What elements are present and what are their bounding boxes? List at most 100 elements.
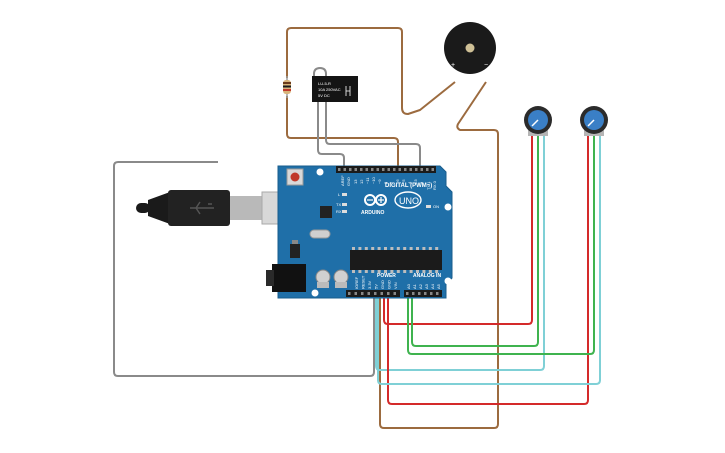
resistor-bottom-wire[interactable] [286, 96, 399, 170]
header-pin [349, 168, 352, 171]
pot2-red-wire[interactable] [387, 134, 589, 405]
usb-icon [190, 201, 214, 215]
bottom-pins [348, 292, 439, 295]
relay[interactable]: LU-5-R 10A 250VAC 5V DC [312, 76, 358, 102]
pin-label: A3 [424, 283, 429, 289]
reset-button-cap[interactable] [290, 172, 300, 182]
resistor[interactable] [283, 76, 291, 98]
analog-header-label: ANALOG IN [413, 273, 441, 279]
wires [113, 27, 601, 429]
potentiometer-2[interactable] [580, 106, 608, 136]
header-pin [374, 292, 377, 295]
potentiometer-1[interactable] [524, 106, 552, 136]
voltage-regulator [290, 244, 300, 258]
digital-header[interactable] [336, 166, 436, 173]
led-tx [342, 203, 347, 206]
ic-pin [384, 247, 387, 250]
led-rx [342, 210, 347, 213]
analog-header[interactable] [404, 290, 442, 297]
header-pin [387, 292, 390, 295]
header-pin [415, 168, 418, 171]
ic-pin [422, 270, 426, 273]
header-pin [409, 168, 412, 171]
ic-pin [422, 247, 426, 250]
label-on: ON [433, 204, 439, 209]
resistor-top-wire[interactable] [286, 27, 456, 115]
ic-pin [416, 247, 419, 250]
ic-pin [396, 247, 400, 250]
digital-pins [338, 168, 434, 171]
crystal [309, 229, 331, 239]
relay-wire-2[interactable] [317, 96, 345, 170]
pin-label: 8 [383, 181, 388, 184]
pin-label: ~9 [377, 179, 382, 184]
ic-pin [377, 270, 381, 273]
header-pin [398, 168, 401, 171]
pin-label: ~11 [365, 177, 370, 184]
pin-label: GND [380, 280, 385, 289]
relay-label-3: 5V DC [318, 93, 330, 98]
ic-pin [409, 247, 413, 250]
power-header-label: POWER [377, 273, 396, 279]
usb-gray-wire[interactable] [113, 161, 375, 377]
ic-pin [409, 270, 413, 273]
pin-label: TX 1 [426, 181, 431, 190]
mounting-hole [311, 289, 319, 297]
power-jack[interactable] [272, 264, 306, 292]
arduino-board[interactable]: L TX RX ON ARDUINO UNO DIGITAL (PWM~) PO… [266, 165, 453, 299]
pin-label: A5 [436, 283, 441, 289]
pin-label: 12 [359, 179, 364, 184]
header-pin [393, 292, 396, 295]
capacitor [333, 269, 349, 285]
pin-label: 13 [353, 179, 358, 184]
ic-pin [358, 270, 362, 273]
header-pin [382, 168, 385, 171]
pin-label: A4 [430, 283, 435, 289]
pin-label: 4 [407, 181, 412, 184]
pin-label: RX 0 [432, 180, 437, 190]
header-pin [367, 292, 370, 295]
ic-pin [364, 247, 368, 250]
header-pin [361, 292, 364, 295]
ic-pin [377, 247, 381, 250]
header-pin [431, 168, 434, 171]
buzzer-gnd-wire[interactable] [379, 81, 499, 429]
header-pin [371, 168, 374, 171]
header-pin [404, 168, 407, 171]
pin-label: ~3 [413, 179, 418, 184]
header-pin [360, 168, 363, 171]
pot1-red-wire[interactable] [383, 134, 533, 325]
header-pin [420, 168, 423, 171]
header-pin [365, 168, 368, 171]
usb-chip [320, 206, 332, 218]
relay-label-2: 10A 250VAC [318, 87, 341, 92]
pot2-cyan-wire[interactable] [377, 134, 601, 385]
relay-label-1: LU-5-R [318, 81, 331, 86]
relay-wire-1[interactable] [313, 67, 327, 92]
ic-pins [352, 270, 439, 273]
uno-label: UNO [399, 196, 419, 206]
power-header[interactable] [346, 290, 400, 297]
pot2-green-wire[interactable] [407, 134, 595, 355]
header-pin [380, 292, 383, 295]
label-rx: RX [336, 209, 342, 214]
header-pin [424, 292, 427, 295]
ic-pin [416, 270, 419, 273]
pin-label: A0 [406, 283, 411, 289]
relay-wire-3[interactable] [325, 96, 421, 170]
piezo-buzzer[interactable]: + − [444, 22, 496, 74]
label-tx: TX [336, 202, 341, 207]
pin-label: AREF [340, 175, 345, 186]
ic-pin [428, 270, 432, 273]
pot1-cyan-wire[interactable] [375, 134, 545, 371]
header-pin [418, 292, 421, 295]
ic-pin [435, 270, 439, 273]
ic-pin [352, 247, 355, 250]
pot1-green-wire[interactable] [411, 134, 539, 347]
pin-label: GND [346, 177, 351, 186]
uno-badge [394, 191, 422, 209]
ic-pin [352, 270, 355, 273]
buzzer-minus-label: − [484, 62, 488, 69]
